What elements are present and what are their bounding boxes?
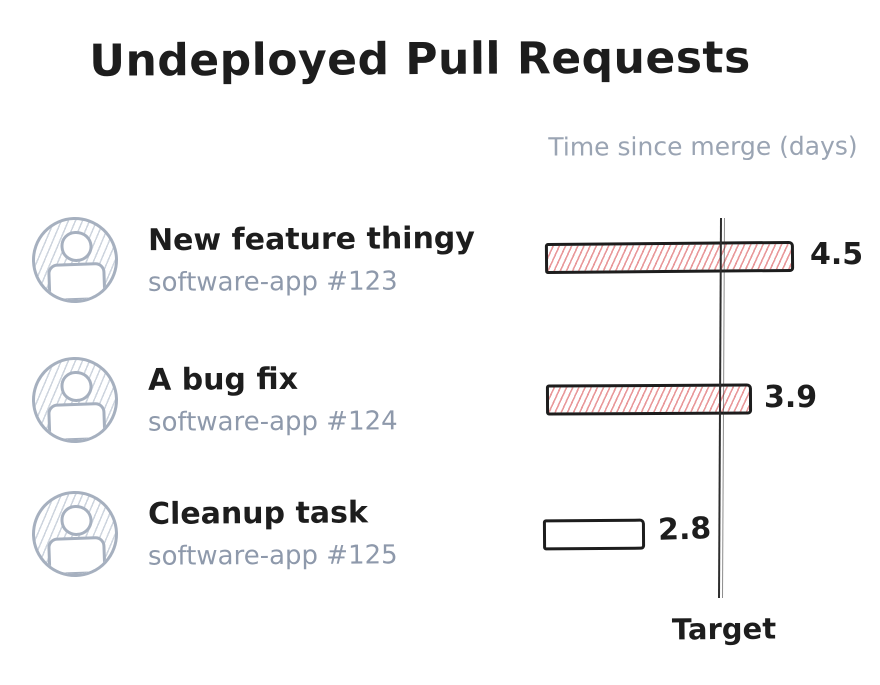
avatar-body-shape: [47, 535, 107, 576]
avatar-head-shape: [59, 230, 94, 263]
pr-list-item-124: A bug fix software-app #124: [30, 355, 398, 445]
axis-label: Time since merge (days): [548, 131, 858, 162]
page-title: Undeployed Pull Requests: [89, 32, 751, 87]
pr-text-block: A bug fix software-app #124: [147, 361, 398, 438]
user-avatar-icon: [30, 215, 120, 305]
pr-text-block: Cleanup task software-app #125: [147, 495, 398, 572]
pr-text-block: New feature thingy software-app #123: [147, 220, 476, 299]
user-avatar-icon: [30, 489, 120, 579]
pr-list-item-123: New feature thingy software-app #123: [30, 215, 476, 305]
avatar-body-shape: [47, 401, 107, 442]
pr-title: New feature thingy: [147, 220, 476, 258]
pr-repo-ref: software-app #125: [147, 540, 398, 572]
bar-value-label: 3.9: [764, 380, 818, 415]
avatar-head-shape: [59, 504, 94, 537]
pr-title: A bug fix: [147, 361, 299, 398]
avatar-head-shape: [59, 370, 94, 403]
pr-repo-ref: software-app #124: [147, 406, 398, 438]
bar-cleanup-task: [542, 518, 646, 551]
bar-value-label: 2.8: [657, 511, 712, 548]
bar-new-feature-thingy: [544, 240, 795, 275]
target-reference-line: [718, 217, 725, 599]
user-avatar-icon: [30, 355, 120, 445]
pr-list-item-125: Cleanup task software-app #125: [30, 489, 398, 579]
pr-title: Cleanup task: [147, 495, 369, 532]
avatar-body-shape: [47, 261, 107, 302]
pr-repo-ref: software-app #123: [147, 266, 398, 299]
target-label: Target: [671, 611, 777, 647]
bar-value-label: 4.5: [810, 237, 864, 272]
